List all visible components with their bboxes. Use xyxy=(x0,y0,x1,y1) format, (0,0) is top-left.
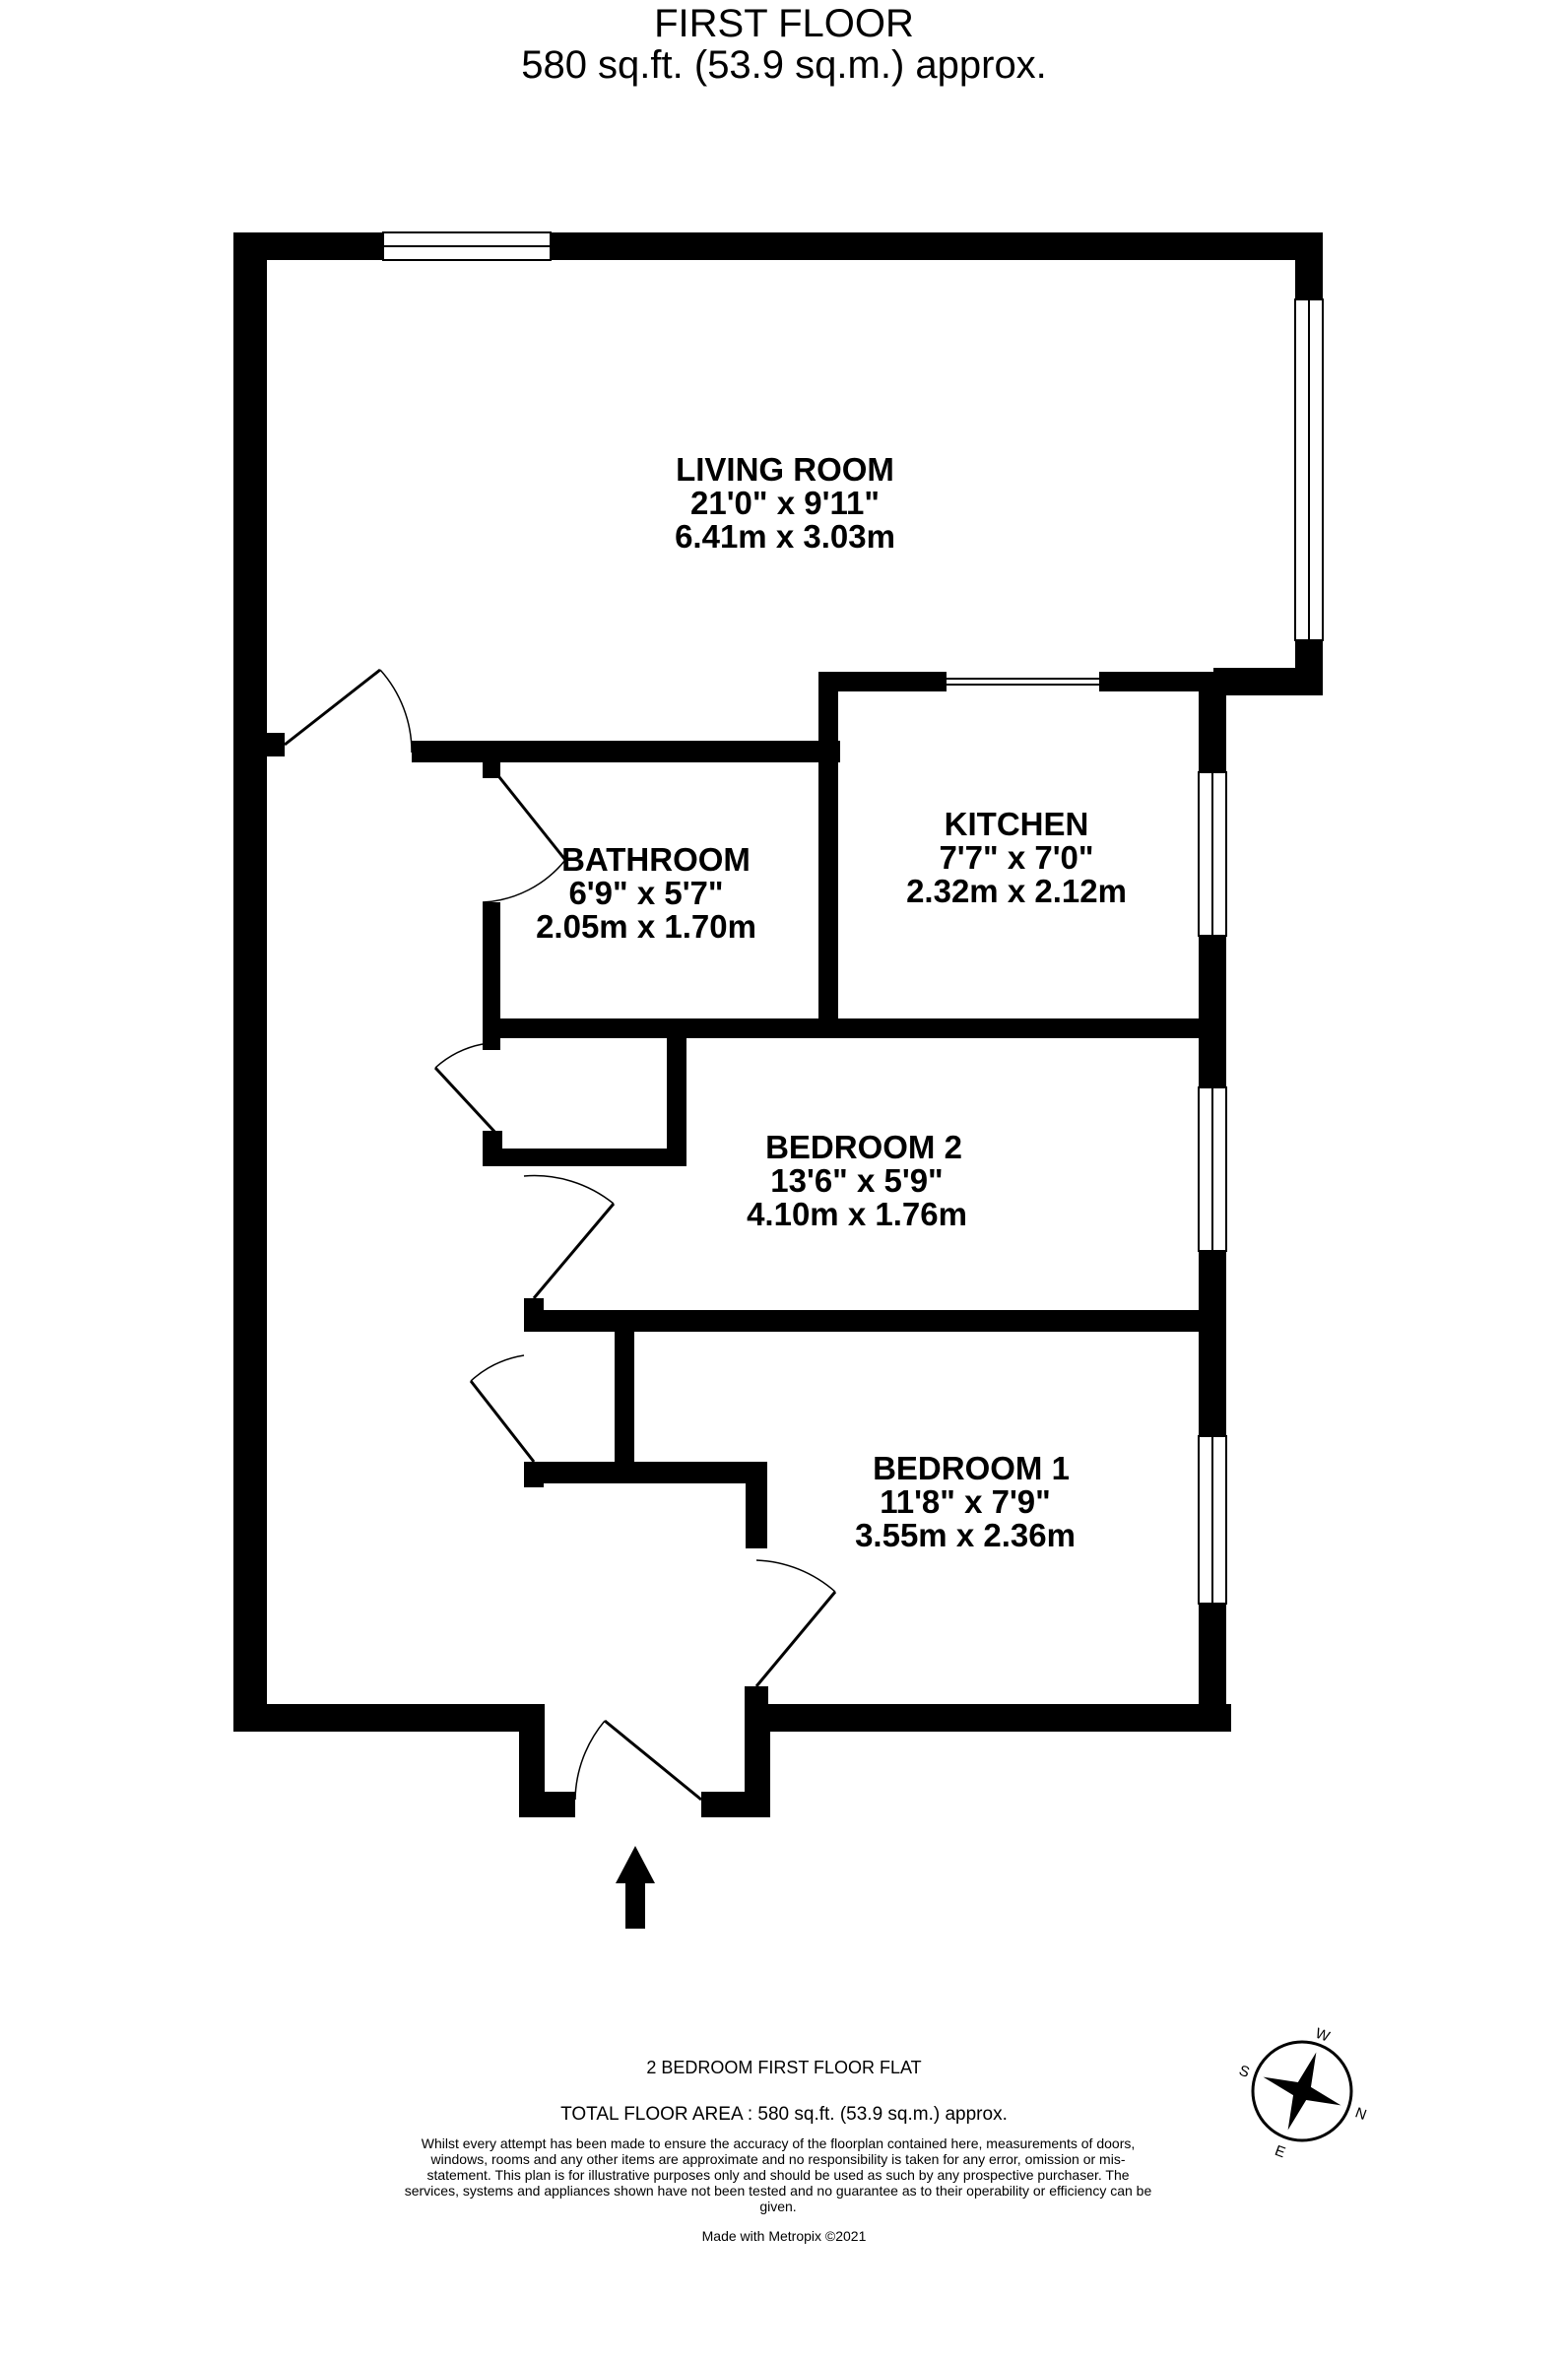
room-label-bathroom: BATHROOM 6'9" x 5'7" 2.05m x 1.70m xyxy=(536,841,756,945)
room-imperial: 21'0" x 9'11" xyxy=(690,485,880,521)
room-metric: 4.10m x 1.76m xyxy=(747,1196,967,1232)
room-metric: 2.32m x 2.12m xyxy=(906,873,1127,909)
room-name: BATHROOM xyxy=(561,841,751,878)
floor-area: 580 sq.ft. (53.9 sq.m.) approx. xyxy=(521,43,1047,87)
room-label-living-room: LIVING ROOM 21'0" x 9'11" 6.41m x 3.03m xyxy=(675,451,895,555)
floor-title: FIRST FLOOR xyxy=(654,2,914,45)
doors xyxy=(284,668,837,1802)
room-name: LIVING ROOM xyxy=(676,451,894,488)
room-imperial: 7'7" x 7'0" xyxy=(939,839,1093,876)
up-arrow-icon xyxy=(616,1846,655,1929)
room-metric: 6.41m x 3.03m xyxy=(675,518,895,555)
walls xyxy=(233,232,1323,1817)
total-floor-area: TOTAL FLOOR AREA : 580 sq.ft. (53.9 sq.m… xyxy=(560,2104,1008,2125)
compass-n: W xyxy=(1313,2025,1333,2046)
room-label-bedroom-1: BEDROOM 1 11'8" x 7'9" 3.55m x 2.36m xyxy=(855,1450,1076,1553)
room-name: BEDROOM 1 xyxy=(873,1450,1070,1486)
room-label-bedroom-2: BEDROOM 2 13'6" x 5'9" 4.10m x 1.76m xyxy=(747,1129,967,1232)
room-imperial: 6'9" x 5'7" xyxy=(568,875,723,911)
room-metric: 2.05m x 1.70m xyxy=(536,908,756,945)
room-label-kitchen: KITCHEN 7'7" x 7'0" 2.32m x 2.12m xyxy=(906,806,1127,909)
room-name: KITCHEN xyxy=(945,806,1089,842)
compass-rose-icon: W N E S xyxy=(1237,2025,1369,2162)
room-imperial: 11'8" x 7'9" xyxy=(880,1483,1051,1520)
flat-type: 2 BEDROOM FIRST FLOOR FLAT xyxy=(646,2058,922,2077)
room-metric: 3.55m x 2.36m xyxy=(855,1517,1076,1553)
room-name: BEDROOM 2 xyxy=(765,1129,962,1165)
credit: Made with Metropix ©2021 xyxy=(701,2228,867,2244)
windows xyxy=(382,231,1324,1605)
compass-s: E xyxy=(1273,2142,1287,2161)
disclaimer: Whilst every attempt has been made to en… xyxy=(404,2135,1152,2214)
room-imperial: 13'6" x 5'9" xyxy=(770,1162,943,1199)
